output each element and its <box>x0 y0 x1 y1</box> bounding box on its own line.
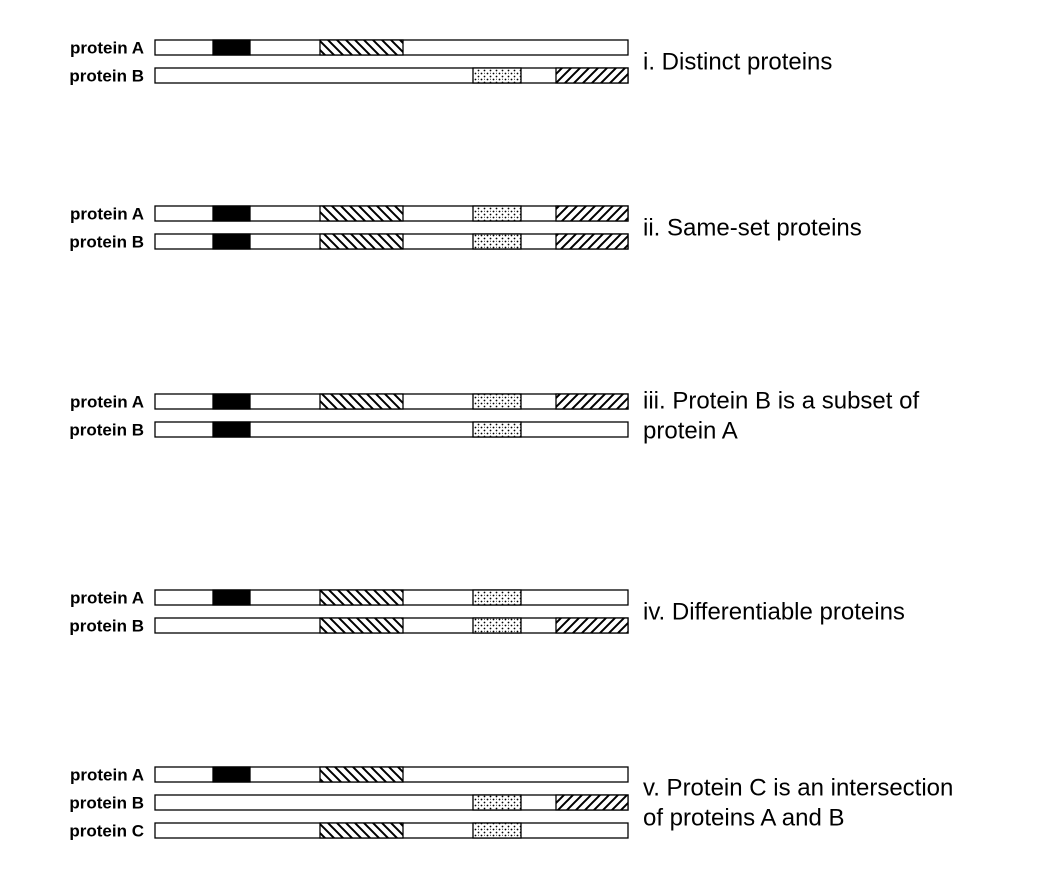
protein-label: protein A <box>70 589 144 608</box>
forward-hatch-domain <box>555 393 629 410</box>
dotted-domain <box>472 589 522 606</box>
solid-black-domain <box>212 233 251 250</box>
protein-label: protein A <box>70 39 144 58</box>
solid-black-domain <box>212 205 251 222</box>
case-caption: i. Distinct proteins <box>643 49 832 76</box>
protein-row: protein B <box>69 617 629 636</box>
protein-row: protein A <box>70 39 629 58</box>
protein-label: protein B <box>69 67 144 86</box>
case-caption: ii. Same-set proteins <box>643 215 862 242</box>
panel-ii: protein A protein B ii. Same-set proteins <box>69 205 861 252</box>
panel-iv: protein A protein B iv. Differentiable pro… <box>69 589 905 636</box>
case-caption: iii. Protein B is a subset of <box>643 388 919 415</box>
forward-hatch-domain <box>555 794 629 811</box>
protein-row: protein B <box>69 794 629 813</box>
solid-black-domain <box>212 589 251 606</box>
protein-label: protein A <box>70 205 144 224</box>
protein-row: protein B <box>69 67 629 86</box>
forward-hatch-domain <box>555 205 629 222</box>
dotted-domain <box>472 205 522 222</box>
protein-label: protein B <box>69 617 144 636</box>
case-caption: iv. Differentiable proteins <box>643 599 905 626</box>
protein-row: protein C <box>69 822 629 841</box>
dotted-domain <box>472 67 522 84</box>
solid-black-domain <box>212 39 251 56</box>
protein-label: protein B <box>69 421 144 440</box>
forward-hatch-domain <box>555 617 629 634</box>
protein-row: protein A <box>70 766 629 785</box>
dotted-domain <box>472 421 522 438</box>
forward-hatch-domain <box>555 233 629 250</box>
dotted-domain <box>472 233 522 250</box>
backslash-hatch-domain <box>319 393 404 410</box>
protein-row: protein A <box>70 205 629 224</box>
dotted-domain <box>472 393 522 410</box>
backslash-hatch-domain <box>319 617 404 634</box>
protein-label: protein B <box>69 794 144 813</box>
backslash-hatch-domain <box>319 822 404 839</box>
protein-row: protein A <box>70 589 629 608</box>
protein-label: protein A <box>70 766 144 785</box>
protein-row: protein A <box>70 393 629 412</box>
solid-black-domain <box>212 393 251 410</box>
protein-label: protein A <box>70 393 144 412</box>
backslash-hatch-domain <box>319 39 404 56</box>
panel-v: protein A protein B protein C v. Protein C … <box>69 766 953 841</box>
panel-i: protein A protein B i. Distinct proteins <box>69 39 832 86</box>
case-caption: v. Protein C is an intersection <box>643 775 953 802</box>
protein-row: protein B <box>69 233 629 252</box>
backslash-hatch-domain <box>319 233 404 250</box>
case-caption: of proteins A and B <box>643 805 844 832</box>
dotted-domain <box>472 794 522 811</box>
protein-row: protein B <box>69 421 629 440</box>
forward-hatch-domain <box>555 67 629 84</box>
case-caption: protein A <box>643 418 738 445</box>
protein-label: protein B <box>69 233 144 252</box>
backslash-hatch-domain <box>319 766 404 783</box>
solid-black-domain <box>212 421 251 438</box>
solid-black-domain <box>212 766 251 783</box>
backslash-hatch-domain <box>319 205 404 222</box>
protein-label: protein C <box>69 822 144 841</box>
dotted-domain <box>472 617 522 634</box>
dotted-domain <box>472 822 522 839</box>
panel-iii: protein A protein B iii. Protein B is a su… <box>69 388 919 445</box>
backslash-hatch-domain <box>319 589 404 606</box>
